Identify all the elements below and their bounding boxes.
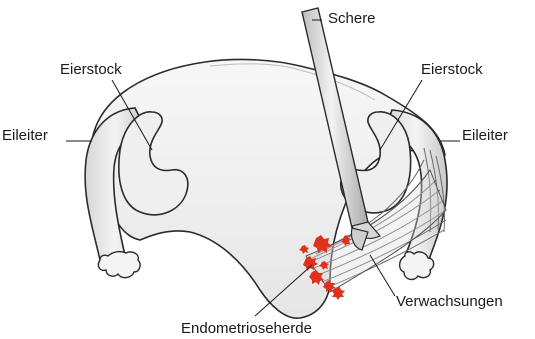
label-tube-right: Eileiter — [462, 128, 508, 143]
label-scissors: Schere — [328, 11, 376, 26]
label-ovary-right: Eierstock — [421, 62, 483, 77]
leader-adhesions — [370, 255, 395, 296]
left-fimbriae — [98, 252, 140, 278]
label-endometriosis: Endometrioseherde — [181, 321, 312, 336]
label-ovary-left: Eierstock — [60, 62, 122, 77]
label-tube-left: Eileiter — [2, 128, 48, 143]
label-adhesions: Verwachsungen — [396, 294, 503, 309]
